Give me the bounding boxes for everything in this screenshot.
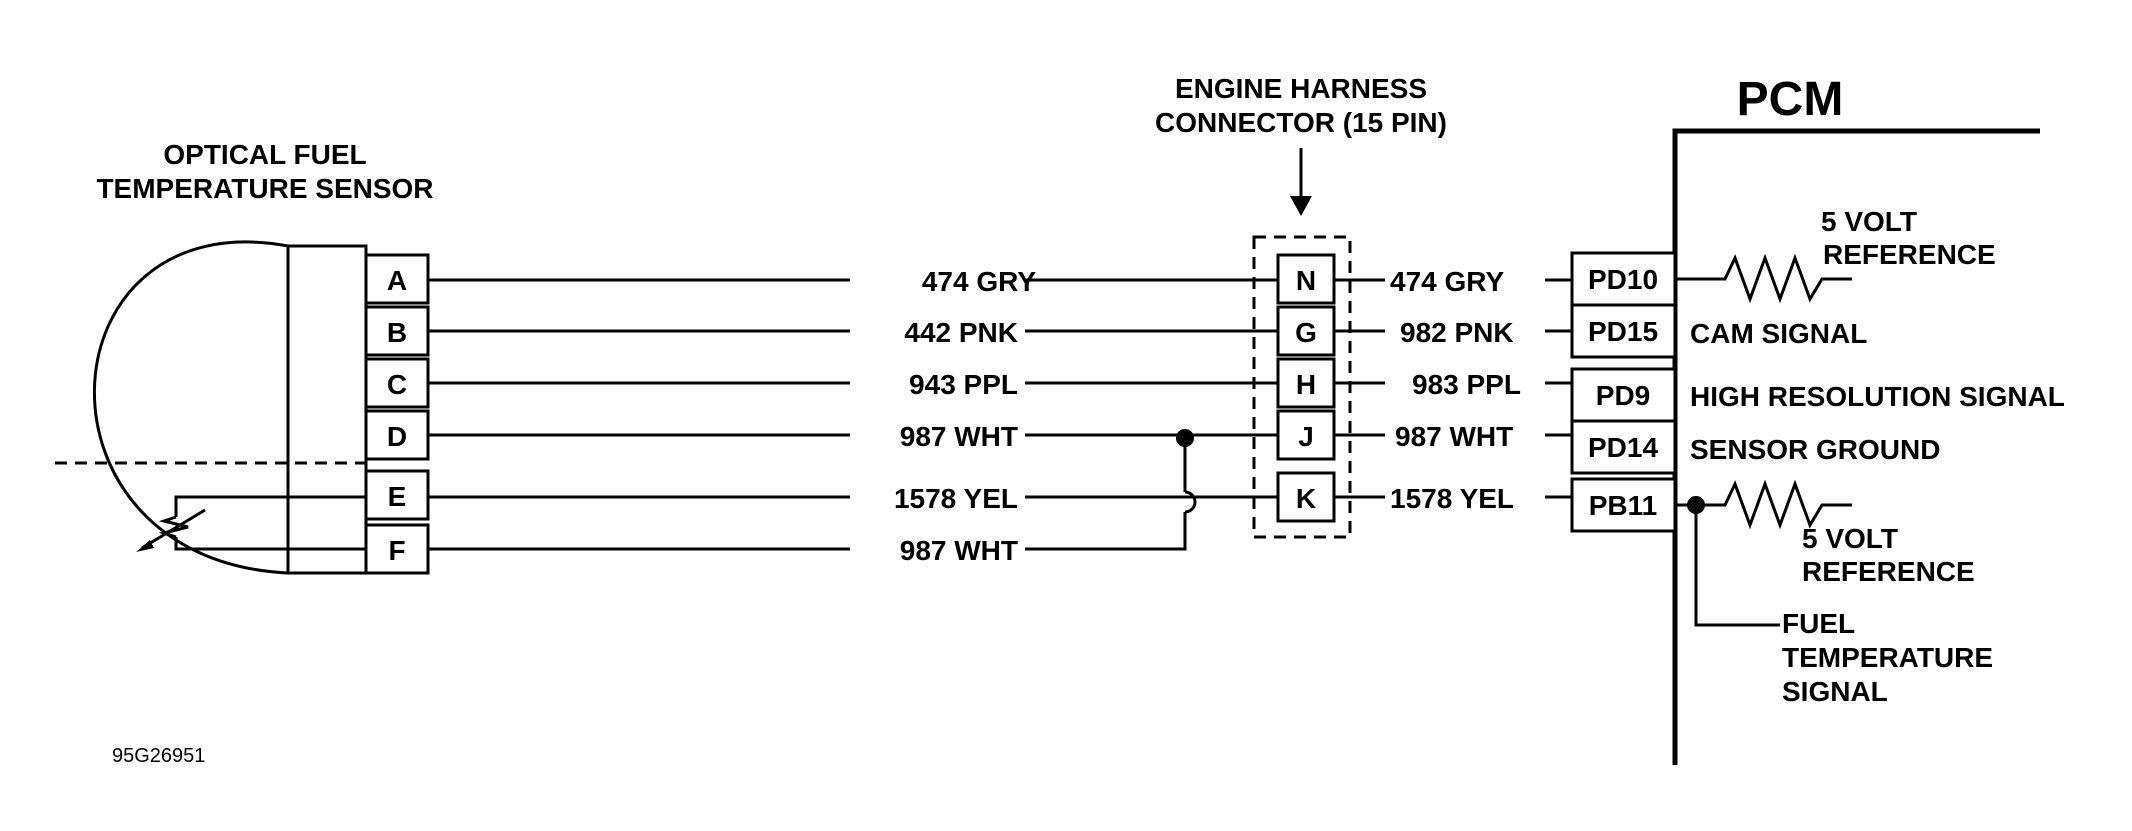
pb11-resistor xyxy=(1675,479,1852,627)
sensor-pin-a-label: A xyxy=(387,265,407,296)
sensor-housing xyxy=(286,244,368,575)
sensor-title-line1: OPTICAL FUEL xyxy=(163,139,366,170)
sensor-side-wires: 474 GRY 442 PNK 943 PPL 987 WHT 1578 YEL… xyxy=(428,266,1278,566)
connector-outline xyxy=(1252,235,1352,539)
pd9-label: HIGH RESOLUTION SIGNAL xyxy=(1690,381,2065,412)
pd10-label-line2: REFERENCE xyxy=(1823,239,1996,270)
thermistor-symbol xyxy=(136,495,366,552)
pcm-terminal-pb11-label: PB11 xyxy=(1589,490,1658,521)
sensor-pin-f: F xyxy=(364,523,430,575)
splice-point xyxy=(1176,429,1194,447)
sensor-wire-label-6: 987 WHT xyxy=(900,535,1018,566)
connector-pin-j-label: J xyxy=(1298,421,1314,452)
sensor-pin-e: E xyxy=(364,469,430,521)
pcm-terminal-pd15: PD15 xyxy=(1570,303,1677,359)
connector-pin-j: J xyxy=(1276,409,1336,461)
pd10-resistor xyxy=(1675,253,1852,304)
pd10-label-line1: 5 VOLT xyxy=(1821,206,1917,237)
pd14-label: SENSOR GROUND xyxy=(1690,434,1940,465)
connector-pin-n: N xyxy=(1276,253,1336,305)
pb11-label-line1: 5 VOLT xyxy=(1802,523,1898,554)
connector-title-line1: ENGINE HARNESS xyxy=(1175,73,1427,104)
connector-pin-n-label: N xyxy=(1296,265,1316,296)
pcm-module: PCM PD10 PD15 PD9 PD14 PB11 5 VOLT REFER… xyxy=(1570,73,2065,765)
figure-code: 95G26951 xyxy=(112,745,205,767)
sensor-wire-label-4: 987 WHT xyxy=(900,421,1018,452)
sensor-pin-e-label: E xyxy=(388,481,407,512)
sensor-pin-f-label: F xyxy=(388,535,405,566)
pcm-wire-label-2: 982 PNK xyxy=(1400,317,1514,348)
pd15-label: CAM SIGNAL xyxy=(1690,318,1867,349)
sensor-pin-b: B xyxy=(364,305,430,357)
connector-pin-k: K xyxy=(1276,471,1336,523)
pcm-boundary xyxy=(1672,128,2040,765)
connector-pin-g: G xyxy=(1276,305,1336,357)
sensor-wire-label-1: 474 GRY xyxy=(922,266,1036,297)
sensor-wire-label-3: 943 PPL xyxy=(909,369,1018,400)
connector-pin-k-label: K xyxy=(1296,483,1316,514)
optical-fuel-temperature-sensor: OPTICAL FUEL TEMPERATURE SENSOR A B C D … xyxy=(55,139,434,575)
connector-pointer-arrow xyxy=(1290,148,1312,216)
connector-pin-h-label: H xyxy=(1296,369,1316,400)
connector-pin-h: H xyxy=(1276,357,1336,409)
connector-pin-g-label: G xyxy=(1295,317,1317,348)
pcm-wire-label-1: 474 GRY xyxy=(1390,266,1504,297)
pb11-label-line2: REFERENCE xyxy=(1802,556,1975,587)
pcm-side-wires: 474 GRY 982 PNK 983 PPL 987 WHT 1578 YEL xyxy=(1334,266,1572,514)
fuel-temp-label-line1: FUEL xyxy=(1782,608,1855,639)
pcm-terminal-pd10-label: PD10 xyxy=(1588,264,1658,295)
sensor-wire-label-5: 1578 YEL xyxy=(894,483,1018,514)
sensor-wire-label-2: 442 PNK xyxy=(904,317,1018,348)
pcm-terminal-pd14: PD14 xyxy=(1570,419,1677,475)
sensor-pin-d-label: D xyxy=(387,421,407,452)
connector-title-line2: CONNECTOR (15 PIN) xyxy=(1155,107,1447,138)
sensor-pin-b-label: B xyxy=(387,317,407,348)
sensor-pin-d: D xyxy=(364,409,430,461)
fuel-temp-label-line3: SIGNAL xyxy=(1782,676,1888,707)
pcm-terminal-pb11: PB11 xyxy=(1570,477,1677,533)
pcm-terminal-pd15-label: PD15 xyxy=(1588,316,1658,347)
sensor-pin-c: C xyxy=(364,357,430,409)
sensor-pin-a: A xyxy=(364,253,430,305)
pcm-wire-label-4: 987 WHT xyxy=(1395,421,1513,452)
pcm-terminal-pd14-label: PD14 xyxy=(1588,432,1658,463)
pcm-title: PCM xyxy=(1737,73,1844,126)
fuel-temp-label-line2: TEMPERATURE xyxy=(1782,642,1993,673)
pcm-wire-label-5: 1578 YEL xyxy=(1390,483,1514,514)
pcm-terminal-pd10: PD10 xyxy=(1570,251,1677,307)
sensor-title-line2: TEMPERATURE SENSOR xyxy=(96,173,433,204)
pcm-terminal-pd9: PD9 xyxy=(1570,367,1677,423)
sensor-body xyxy=(93,240,289,575)
sensor-pin-c-label: C xyxy=(387,369,407,400)
pcm-wire-label-3: 983 PPL xyxy=(1412,369,1521,400)
engine-harness-connector: ENGINE HARNESS CONNECTOR (15 PIN) N G H … xyxy=(1155,73,1447,539)
pcm-terminal-pd9-label: PD9 xyxy=(1596,380,1650,411)
